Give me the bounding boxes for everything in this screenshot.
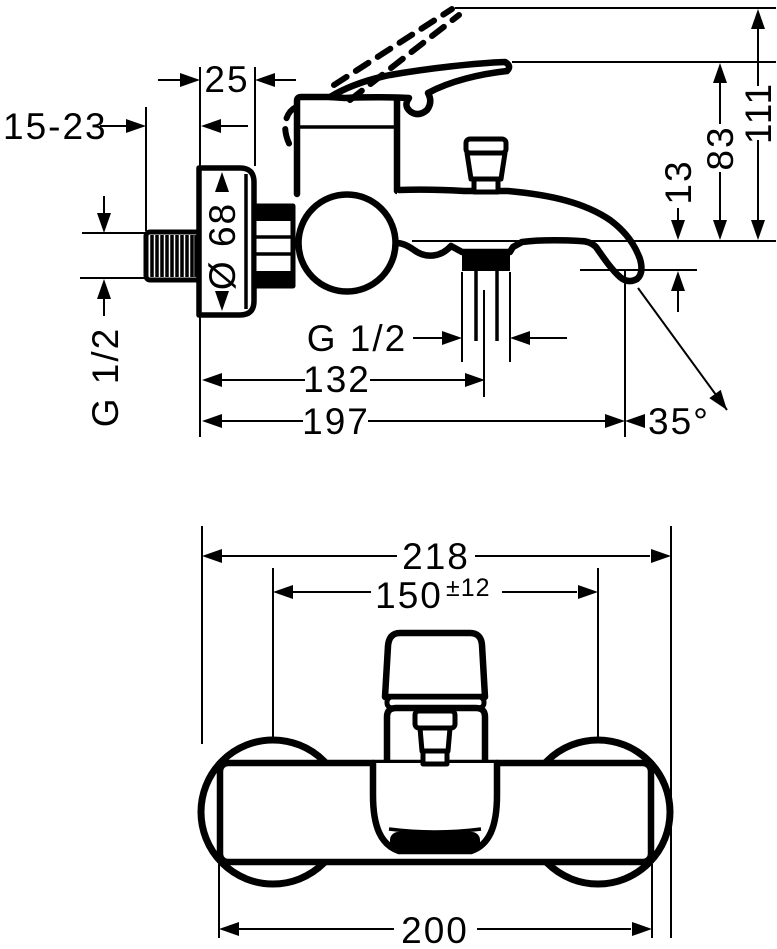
dim-handle-height: 83 [700, 125, 741, 170]
handle-lever [326, 58, 513, 118]
dim-spout-reach: 197 [302, 401, 370, 442]
arrowheads-front [202, 549, 671, 936]
dim-inlet-thread: G 1/2 [85, 327, 126, 428]
front-view-drawing: 218 150 ±12 200 [197, 526, 674, 949]
dimension-lines-front [222, 555, 650, 930]
dim-wall-distance: 15-23 [3, 106, 108, 147]
dim-overall-width: 218 [402, 536, 470, 577]
extension-lines [80, 7, 776, 437]
wall-escutcheon [196, 165, 257, 318]
dim-escutcheon-depth: 25 [204, 59, 249, 100]
handle-front [381, 629, 489, 701]
dim-body-width: 200 [401, 910, 469, 949]
diverter-knob-front [412, 708, 458, 767]
dim-spout-drop: 13 [658, 159, 699, 204]
dimension-lines [100, 27, 759, 422]
thread-hatching [150, 235, 198, 277]
arrowheads [97, 9, 765, 428]
aerator-outlet [390, 832, 480, 850]
spout [393, 186, 645, 285]
mixer-body [293, 93, 401, 198]
body-sphere [295, 191, 399, 295]
dim-spout-angle: 35° [648, 401, 710, 442]
union-nut [251, 203, 296, 289]
dim-hose-thread: G 1/2 [307, 318, 408, 359]
handle-lever-raised [282, 6, 462, 152]
dim-connection-centers-tolerance: ±12 [446, 574, 491, 602]
diverter-knob [463, 136, 509, 195]
inlet-pipe [143, 229, 203, 283]
side-view-drawing: 25 15-23 Ø 68 G 1/2 G 1/2 132 197 35° 13… [3, 6, 777, 442]
extension-lines-front [201, 526, 672, 938]
dim-handle-raised-height: 111 [738, 82, 777, 144]
dim-escutcheon-diameter: Ø 68 [202, 202, 243, 290]
shower-hose-connector [462, 251, 510, 341]
dim-connection-centers: 150 [375, 575, 443, 616]
spout-front [369, 759, 501, 855]
dim-outlet-offset: 132 [303, 359, 371, 400]
